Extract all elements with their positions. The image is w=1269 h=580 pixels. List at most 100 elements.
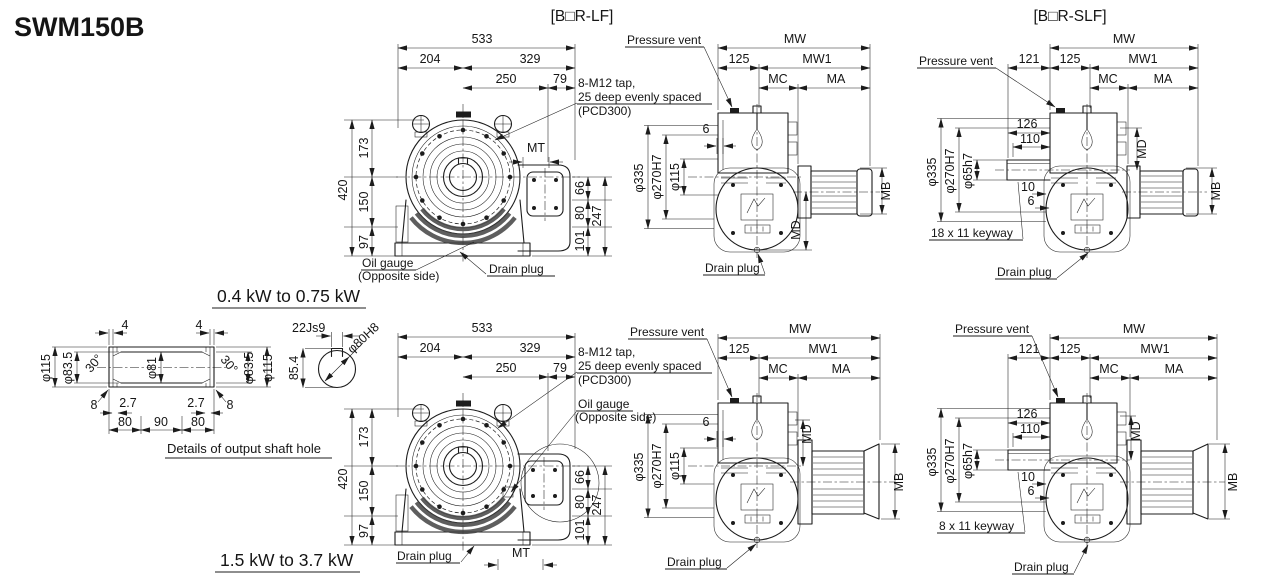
dim-phi270: φ270H7 bbox=[650, 154, 664, 199]
dim-30-left: 30° bbox=[82, 352, 105, 375]
dim-27-right: 2.7 bbox=[187, 396, 204, 410]
dim-80: 80 bbox=[573, 206, 587, 220]
dim-phi270: φ270H7 bbox=[943, 438, 957, 483]
dim-4-right: 4 bbox=[196, 318, 203, 332]
dim-phi115-right: φ115 bbox=[261, 354, 275, 382]
front-view-large: 533 204 329 250 79 420 173 150 97 66 80 … bbox=[336, 321, 712, 570]
pressure-vent-label: Pressure vent bbox=[628, 325, 733, 398]
pressure-vent-label: Pressure vent bbox=[953, 322, 1059, 398]
dim-110: 110 bbox=[1020, 132, 1040, 146]
dim-10: 10 bbox=[1021, 180, 1035, 194]
dim-250: 250 bbox=[496, 361, 517, 375]
motor-side bbox=[1126, 165, 1199, 219]
dim-66: 66 bbox=[573, 470, 587, 484]
svg-text:Oil gauge: Oil gauge bbox=[578, 397, 630, 411]
dim-4-left: 4 bbox=[122, 318, 129, 332]
brand-logo-icon bbox=[740, 193, 774, 234]
dim-mc: MC bbox=[768, 362, 787, 376]
shaft-hole-detail: 4 4 φ115 φ83.5 φ81 φ83.5 φ115 30° 30° 8 … bbox=[39, 318, 382, 459]
dim-mb: MB bbox=[1226, 473, 1240, 492]
side-view-lf-large: MW 125 MW1 MC MA φ335 φ270H7 φ115 6 MD M… bbox=[628, 322, 906, 570]
dim-md: MD bbox=[789, 220, 803, 239]
dim-ma: MA bbox=[1165, 362, 1184, 376]
svg-text:(Opposite side): (Opposite side) bbox=[575, 410, 656, 424]
svg-text:8 x 11 keyway: 8 x 11 keyway bbox=[939, 519, 1014, 533]
dim-mw1: MW1 bbox=[1128, 52, 1157, 66]
dim-phi335: φ335 bbox=[925, 157, 939, 186]
dim-phi335: φ335 bbox=[925, 447, 939, 476]
dim-80-right: 80 bbox=[191, 415, 205, 429]
dim-10: 10 bbox=[1021, 470, 1035, 484]
svg-text:Details of output shaft hole: Details of output shaft hole bbox=[167, 441, 321, 456]
output-shaft bbox=[1007, 449, 1051, 471]
dim-150: 150 bbox=[357, 481, 371, 502]
dim-247: 247 bbox=[590, 206, 604, 227]
dim-md: MD bbox=[800, 424, 814, 443]
dim-173: 173 bbox=[357, 138, 371, 159]
output-shaft bbox=[1006, 159, 1051, 181]
tap-note: 8-M12 tap, 25 deep evenly spaced (PCD300… bbox=[494, 76, 712, 141]
dim-phi115: φ115 bbox=[668, 452, 682, 480]
dim-6: 6 bbox=[1028, 194, 1035, 208]
dim-mw1: MW1 bbox=[808, 342, 837, 356]
svg-text:18 x 11 keyway: 18 x 11 keyway bbox=[931, 226, 1013, 240]
dim-phi335: φ335 bbox=[632, 163, 646, 192]
dim-mb: MB bbox=[1209, 182, 1223, 201]
keyway-label: 8 x 11 keyway bbox=[937, 471, 1026, 534]
dim-126: 126 bbox=[1017, 407, 1038, 421]
dim-6: 6 bbox=[1028, 484, 1035, 498]
dim-mw1: MW1 bbox=[1140, 342, 1169, 356]
oil-gauge-label: Oil gauge (Opposite side) bbox=[502, 397, 656, 498]
svg-text:25 deep evenly spaced: 25 deep evenly spaced bbox=[578, 359, 701, 373]
eyebolt-right bbox=[493, 403, 513, 427]
pressure-vent-label: Pressure vent bbox=[625, 33, 733, 108]
motor-side bbox=[797, 165, 873, 219]
svg-text:Pressure vent: Pressure vent bbox=[630, 325, 705, 339]
dim-126: 126 bbox=[1017, 117, 1038, 131]
pressure-vent bbox=[730, 395, 764, 441]
side-view-slf-small: MW 121 125 MW1 MC MA 126 110 φ335 φ270H7… bbox=[917, 32, 1223, 280]
svg-text:(Opposite side): (Opposite side) bbox=[358, 269, 439, 283]
dim-420: 420 bbox=[336, 180, 350, 201]
side-view-lf-small: MW 125 MW1 MC MA φ335 φ270H7 φ115 6 MD M… bbox=[625, 32, 893, 276]
dim-79: 79 bbox=[553, 72, 567, 86]
page-title: SWM150B bbox=[14, 12, 145, 42]
caption-shaft-detail: Details of output shaft hole bbox=[165, 441, 332, 459]
drain-plug-label: Drain plug bbox=[665, 543, 757, 570]
dim-mt: MT bbox=[512, 546, 530, 560]
dim-30-right: 30° bbox=[218, 353, 241, 376]
dim-ma: MA bbox=[1154, 72, 1173, 86]
dim-mc: MC bbox=[768, 72, 787, 86]
dim-204: 204 bbox=[420, 341, 441, 355]
dim-phi335: φ335 bbox=[632, 452, 646, 481]
gear-housing-front bbox=[394, 400, 531, 546]
pressure-vent-label: Pressure vent bbox=[917, 54, 1056, 108]
caption-large-power: 1.5 kW to 3.7 kW bbox=[215, 550, 360, 573]
dim-250: 250 bbox=[496, 72, 517, 86]
drain-plug-label: Drain plug bbox=[459, 251, 555, 277]
dim-ma: MA bbox=[832, 362, 851, 376]
dim-204: 204 bbox=[420, 52, 441, 66]
drain-plug bbox=[753, 246, 761, 254]
front-view-small: 533 204 329 250 79 420 173 150 97 66 80 … bbox=[336, 32, 712, 283]
drain-plug-label: Drain plug bbox=[995, 252, 1089, 280]
svg-text:Drain plug: Drain plug bbox=[705, 261, 760, 275]
svg-text:Drain plug: Drain plug bbox=[1014, 560, 1069, 574]
dim-101: 101 bbox=[573, 231, 587, 252]
dim-mc: MC bbox=[1098, 72, 1117, 86]
dim-md: MD bbox=[1129, 421, 1143, 440]
dim-6: 6 bbox=[703, 415, 710, 429]
drain-plug-label: Drain plug bbox=[1012, 544, 1089, 575]
dim-mw1: MW1 bbox=[802, 52, 831, 66]
dim-mc: MC bbox=[1099, 362, 1118, 376]
dim-247: 247 bbox=[590, 495, 604, 516]
dim-420: 420 bbox=[336, 469, 350, 490]
drain-plug-label: Drain plug bbox=[703, 253, 766, 276]
dim-phi115: φ115 bbox=[668, 163, 682, 191]
tap-note: 8-M12 tap, 25 deep evenly spaced (PCD300… bbox=[497, 345, 712, 429]
dim-mw: MW bbox=[784, 32, 806, 46]
dim-22js9: 22Js9 bbox=[292, 321, 325, 335]
dim-27-left: 2.7 bbox=[119, 396, 136, 410]
svg-text:Pressure vent: Pressure vent bbox=[955, 322, 1030, 336]
